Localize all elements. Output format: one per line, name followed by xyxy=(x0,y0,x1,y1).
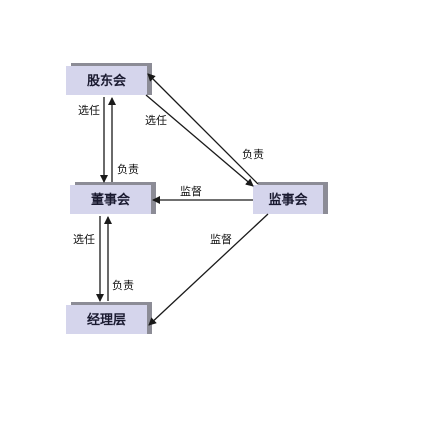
label-supervisors-monitor-management: 监督 xyxy=(210,232,232,246)
node-supervisors-label: 监事会 xyxy=(268,192,308,208)
node-supervisors: 监事会 xyxy=(253,182,328,214)
edge-supervisors-to-management xyxy=(148,213,269,326)
label-management-responsible-board: 负责 xyxy=(112,278,134,292)
node-shareholders-label: 股东会 xyxy=(87,73,127,89)
node-management-label: 经理层 xyxy=(87,312,126,328)
label-supervisors-responsible-shareholders: 负责 xyxy=(242,147,264,161)
node-board: 董事会 xyxy=(70,182,156,214)
label-shareholders-elect-supervisors: 选任 xyxy=(145,114,167,127)
node-management: 经理层 xyxy=(66,302,152,334)
edge-supervisors-to-shareholders xyxy=(147,73,259,185)
label-board-responsible-shareholders: 负责 xyxy=(117,162,139,176)
label-shareholders-elect-board: 选任 xyxy=(78,104,100,117)
node-board-label: 董事会 xyxy=(91,192,131,208)
node-shareholders: 股东会 xyxy=(66,63,152,95)
label-board-elect-management: 选任 xyxy=(73,233,95,246)
label-supervisors-monitor-board: 监督 xyxy=(180,184,202,198)
edge-shareholders-to-supervisors xyxy=(145,94,254,187)
